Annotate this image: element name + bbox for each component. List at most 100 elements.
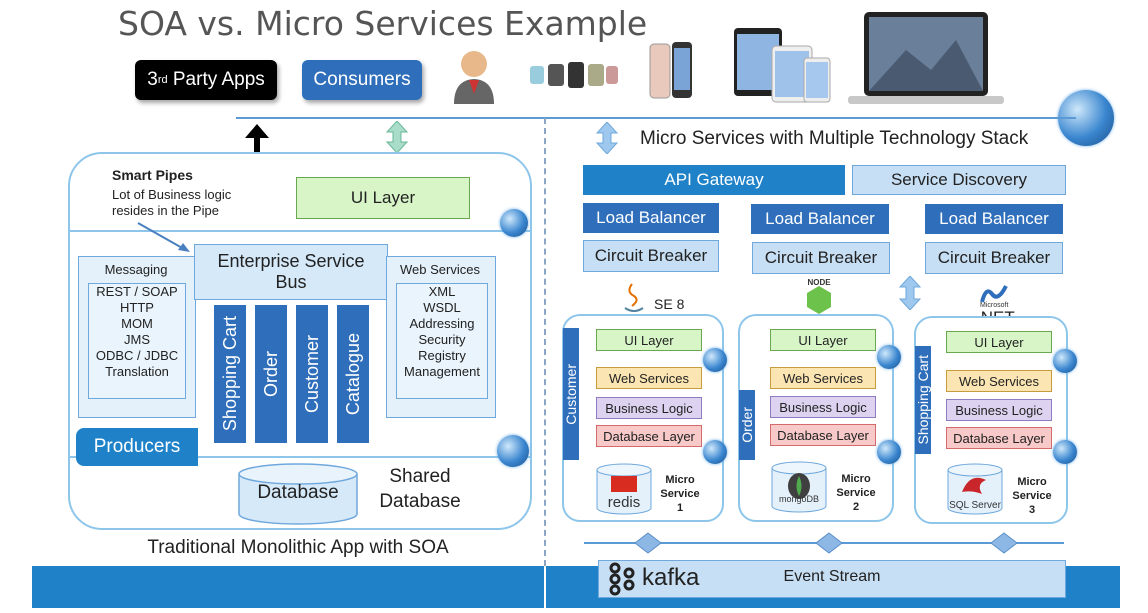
monolithic-caption: Traditional Monolithic App with SOA	[147, 537, 449, 558]
globe-icon	[500, 209, 528, 237]
ms1-business-logic: Business Logic	[596, 397, 702, 419]
microservice-name: Order	[739, 407, 755, 443]
service-catalogue: Catalogue	[337, 305, 369, 443]
phone-icon	[649, 42, 692, 99]
ms1-web-services: Web Services	[596, 367, 702, 389]
esb-line-1: Enterprise Service	[217, 251, 365, 271]
updown-arrow-icon	[595, 122, 619, 154]
laptop-icon	[848, 12, 1004, 104]
diamond-connector-icon	[634, 532, 662, 554]
database-label: Database	[257, 482, 339, 503]
ms3-web-services: Web Services	[946, 370, 1052, 392]
ms1-ui-layer: UI Layer	[596, 329, 702, 351]
third-party-suffix: Party Apps	[167, 69, 265, 90]
web-services-item: WSDL	[423, 300, 461, 315]
section-divider	[544, 118, 546, 566]
updown-arrow-icon	[898, 276, 922, 310]
tablet-icon	[734, 28, 831, 103]
ms2-web-services: Web Services	[770, 367, 876, 389]
third-party-prefix: 3	[147, 69, 158, 90]
panel-separator-top	[68, 230, 530, 232]
load-balancer-2: Load Balancer	[751, 204, 889, 234]
dotnet-icon	[980, 285, 1008, 303]
ms1-database-layer: Database Layer	[596, 425, 702, 447]
api-gateway-box: API Gateway	[583, 165, 845, 195]
redis-label: redis	[607, 494, 641, 511]
microservice-sidebar-2: Order	[739, 390, 755, 460]
sqlserver-db-icon	[947, 463, 1003, 515]
shared-database-line-2: Database	[379, 491, 461, 512]
ms3-business-logic: Business Logic	[946, 399, 1052, 421]
microservice-name: Shopping Cart	[915, 355, 931, 445]
service-label: Shopping Cart	[219, 316, 240, 432]
messaging-item: Translation	[105, 364, 169, 379]
smart-pipes-title: Smart Pipes	[112, 167, 193, 183]
sqlserver-label: SQL Server	[949, 500, 1001, 511]
web-services-item: Registry	[418, 348, 466, 363]
messaging-item: REST / SOAP	[96, 284, 178, 299]
micro-label-3: Micro	[1017, 476, 1047, 488]
globe-icon	[703, 348, 727, 372]
kafka-icon	[609, 562, 635, 596]
service-number-2: 2	[852, 501, 860, 513]
smart-pipes-text-2: resides in the Pipe	[112, 203, 219, 218]
enterprise-service-bus: Enterprise Service Bus	[194, 244, 388, 300]
redis-db-icon	[596, 463, 652, 515]
ms2-ui-layer: UI Layer	[770, 329, 876, 351]
web-services-list: XML WSDL Addressing Security Registry Ma…	[396, 283, 488, 399]
bottom-bar-left	[32, 566, 544, 608]
updown-arrow-icon	[385, 121, 409, 153]
messaging-title: Messaging	[104, 262, 168, 277]
esb-line-2: Bus	[275, 272, 307, 292]
event-stream-label: Event Stream	[783, 568, 881, 585]
user-icon	[454, 51, 494, 104]
service-order: Order	[255, 305, 287, 443]
ms3-ui-layer: UI Layer	[946, 331, 1052, 353]
globe-icon	[877, 440, 901, 464]
kafka-label: kafka	[642, 564, 700, 591]
load-balancer-3: Load Balancer	[925, 204, 1063, 234]
service-customer: Customer	[296, 305, 328, 443]
service-label: Order	[260, 350, 281, 397]
dotnet-microsoft-label: Microsoft	[980, 302, 1009, 309]
ms2-database-layer: Database Layer	[770, 424, 876, 446]
web-services-item: Addressing	[409, 316, 475, 331]
nodejs-label: NODE	[807, 278, 831, 287]
smart-pipes-text-1: Lot of Business logic	[112, 187, 232, 202]
messaging-item: JMS	[124, 332, 150, 347]
diamond-connector-icon	[815, 532, 843, 554]
smartwatch-icon	[530, 62, 618, 88]
database-cylinder-icon	[238, 463, 358, 525]
globe-icon	[1053, 349, 1077, 373]
third-party-sup: rd	[157, 74, 168, 86]
service-label: Catalogue	[342, 332, 363, 416]
shared-database-line-1: Shared	[389, 466, 451, 487]
java-se8-label: SE 8	[654, 296, 685, 312]
load-balancer-1: Load Balancer	[583, 203, 719, 233]
micro-label-2: Micro	[841, 473, 871, 485]
messaging-item: HTTP	[120, 300, 154, 315]
globe-icon	[1053, 440, 1077, 464]
web-services-item: Management	[404, 364, 480, 379]
event-stream-box	[598, 560, 1066, 598]
mongodb-db-icon	[771, 461, 827, 513]
pointer-arrow-icon	[137, 222, 190, 252]
service-label: Customer	[301, 334, 322, 414]
service-discovery-box: Service Discovery	[852, 165, 1066, 195]
service-shopping-cart: Shopping Cart	[214, 305, 246, 443]
circuit-breaker-2: Circuit Breaker	[752, 242, 890, 274]
web-services-item: XML	[428, 284, 456, 299]
diamond-connector-icon	[990, 532, 1018, 554]
globe-icon	[497, 435, 529, 467]
mongodb-label: mongoDB	[778, 494, 820, 504]
microservice-sidebar-1: Customer	[563, 328, 579, 460]
producers-label: Producers	[76, 428, 198, 466]
service-label-1: Service	[660, 488, 700, 500]
consumers-label: Consumers	[302, 60, 422, 100]
java-icon	[624, 283, 644, 312]
service-label-3: Service	[1012, 490, 1052, 502]
circuit-breaker-1: Circuit Breaker	[583, 240, 719, 272]
panel-separator-bottom	[68, 456, 530, 458]
web-services-title: Web Services	[400, 262, 480, 277]
service-label-2: Service	[836, 487, 876, 499]
